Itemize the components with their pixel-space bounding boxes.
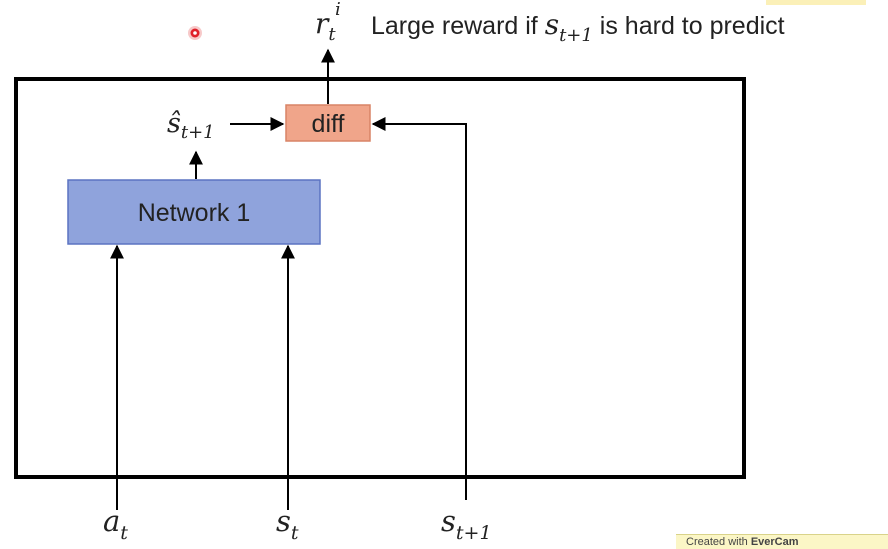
- diff-box: [285, 104, 371, 142]
- module-frame: [14, 77, 746, 479]
- watermark-prefix: Created with: [686, 536, 751, 548]
- arrow-st1-to-diff: [371, 117, 467, 500]
- network-box: [67, 179, 321, 245]
- input-next-state-label: st+1: [441, 504, 492, 544]
- watermark: Created with EverCam: [676, 534, 888, 549]
- reward-superscript: i: [335, 0, 341, 20]
- reward-caption: Large reward if st+1 is hard to predict: [371, 8, 785, 46]
- corner-tag: [766, 0, 866, 5]
- input-state-label: st: [276, 504, 299, 544]
- laser-pointer-icon: [188, 26, 202, 40]
- reward-symbol: rt: [315, 7, 336, 45]
- diff-label: diff: [312, 110, 345, 138]
- watermark-brand: EverCam: [750, 536, 799, 548]
- network-label: Network 1: [138, 199, 251, 227]
- input-action-label: at: [103, 504, 128, 544]
- predicted-state-label: ŝt+1: [167, 108, 215, 143]
